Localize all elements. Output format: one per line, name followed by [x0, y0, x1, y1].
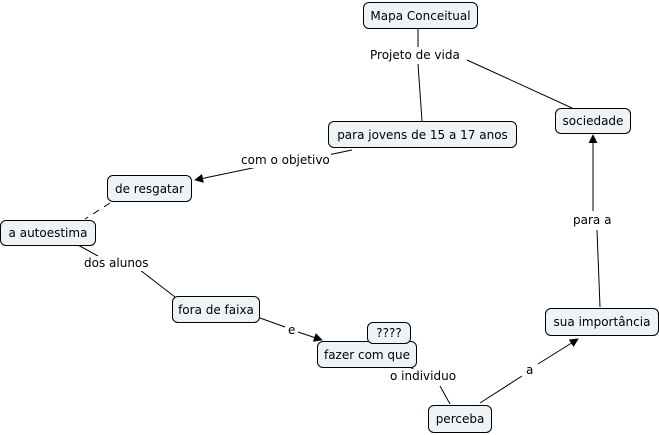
node-a-autoestima-label: a autoestima: [8, 226, 88, 240]
node-de-resgatar-label: de resgatar: [114, 181, 185, 196]
link-label-o-individuo: o individuo: [389, 369, 458, 384]
node-fora-de-faixa[interactable]: fora de faixa: [172, 296, 260, 323]
link-label-com-o-objetivo: com o objetivo: [240, 153, 331, 168]
link-individuo-to-perceba: [439, 385, 451, 405]
link-label-e: e: [287, 323, 297, 338]
link-projeto-to-sociedade: [466, 59, 573, 109]
node-para-jovens[interactable]: para jovens de 15 a 17 anos: [328, 121, 517, 148]
link-importancia-to-paraa: [596, 229, 601, 308]
link-e-to-fazer: [297, 331, 323, 342]
link-jovens-to-objetivo: [327, 149, 353, 156]
node-interrogacao[interactable]: ????: [367, 322, 411, 344]
node-mapa-conceitual[interactable]: Mapa Conceitual: [363, 2, 478, 29]
link-resgatar-to-autoestima: [84, 202, 111, 220]
node-sua-importancia[interactable]: sua importância: [545, 308, 659, 336]
link-label-a: a: [525, 363, 535, 378]
node-fora-de-faixa-label: fora de faixa: [178, 302, 254, 317]
node-a-autoestima[interactable]: a autoestima: [0, 220, 96, 246]
node-fazer-com-que[interactable]: fazer com que: [317, 341, 417, 368]
link-projeto-to-jovens: [417, 63, 423, 122]
node-de-resgatar[interactable]: de resgatar: [107, 175, 192, 202]
link-objetivo-to-resgatar: [194, 165, 263, 183]
node-sua-importancia-label: sua importância: [553, 315, 651, 329]
node-interrogacao-label: ????: [376, 326, 402, 340]
link-a-to-importancia: [537, 338, 579, 365]
link-label-projeto-de-vida: Projeto de vida: [369, 48, 461, 63]
node-mapa-conceitual-label: Mapa Conceitual: [370, 8, 471, 23]
node-sociedade[interactable]: sociedade: [555, 108, 631, 134]
node-perceba[interactable]: perceba: [428, 405, 492, 433]
node-para-jovens-label: para jovens de 15 a 17 anos: [337, 127, 508, 142]
node-fazer-com-que-label: fazer com que: [323, 347, 411, 362]
link-label-dos-alunos: dos alunos: [83, 256, 150, 271]
link-perceba-to-a: [479, 375, 523, 404]
link-alunos-to-fora: [139, 269, 176, 298]
node-perceba-label: perceba: [435, 412, 485, 426]
node-sociedade-label: sociedade: [562, 114, 624, 128]
link-label-para-a: para a: [572, 213, 613, 228]
link-fora-to-e: [259, 317, 286, 328]
link-autoestima-to-alunos: [77, 244, 99, 257]
